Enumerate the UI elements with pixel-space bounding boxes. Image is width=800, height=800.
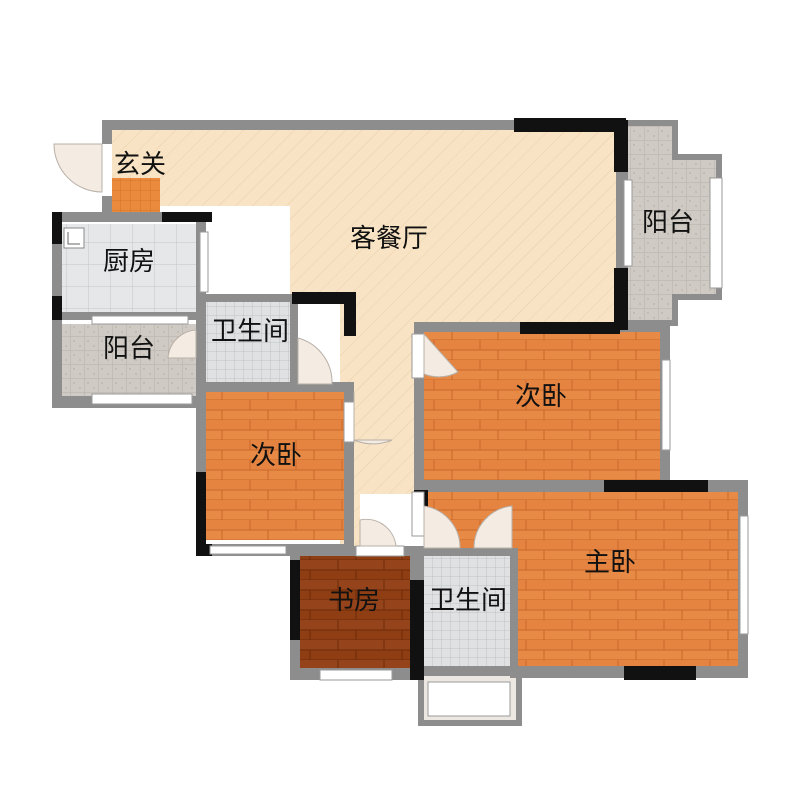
second-bedroom-west-label: 次卧 bbox=[250, 441, 302, 471]
master-bedroom-label: 主卧 bbox=[584, 548, 636, 578]
upper-bathroom-label: 卫生间 bbox=[211, 317, 289, 347]
kitchen-label: 厨房 bbox=[103, 247, 155, 277]
study-floor bbox=[300, 556, 410, 668]
upper-bathroom-floor bbox=[206, 302, 292, 384]
sink-icon bbox=[63, 227, 85, 249]
lower-bathroom-label: 卫生间 bbox=[429, 586, 507, 616]
east-balcony-floor bbox=[628, 122, 718, 322]
west-balcony-floor bbox=[62, 324, 196, 396]
second-bedroom-east-label: 次卧 bbox=[515, 382, 567, 412]
east-balcony-label: 阳台 bbox=[642, 208, 694, 238]
west-balcony-label: 阳台 bbox=[103, 334, 155, 364]
second-bedroom-west-floor bbox=[206, 392, 344, 540]
lower-bathroom-floor bbox=[424, 556, 512, 666]
kitchen-floor bbox=[62, 224, 202, 314]
second-bedroom-east-floor bbox=[424, 332, 660, 480]
windows bbox=[91, 177, 749, 717]
living-dining-label: 客餐厅 bbox=[350, 224, 428, 254]
structural-columns bbox=[52, 118, 708, 680]
entrance-floor bbox=[112, 178, 160, 212]
door-swings bbox=[53, 143, 513, 549]
study-label: 书房 bbox=[328, 586, 380, 616]
living-dining-floor bbox=[112, 130, 616, 546]
entrance-label: 玄关 bbox=[114, 150, 166, 180]
